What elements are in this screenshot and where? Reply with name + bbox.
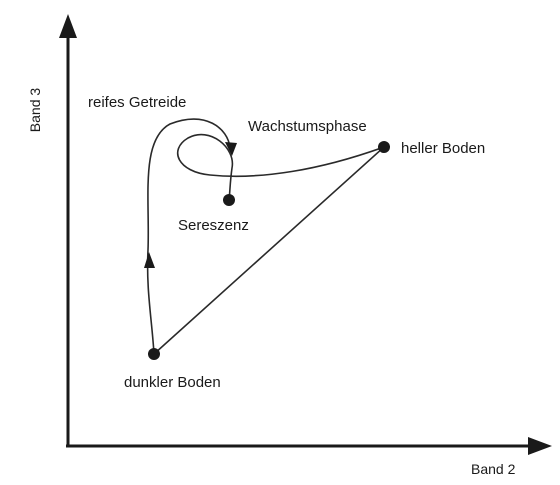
soil-line xyxy=(153,146,385,355)
growth-phase-label: Wachstumsphase xyxy=(248,118,367,135)
loop-arrowhead xyxy=(225,142,237,156)
dark-soil-point xyxy=(148,348,160,360)
senescence-point xyxy=(223,194,235,206)
ripe-grain-label: reifes Getreide xyxy=(88,94,186,111)
growth-trajectory-left xyxy=(146,118,231,355)
x-axis-label: Band 2 xyxy=(471,461,516,477)
y-axis-label: Band 3 xyxy=(27,88,43,133)
axes xyxy=(59,14,552,455)
y-axis-arrowhead xyxy=(59,14,77,38)
senescence-label: Sereszenz xyxy=(178,217,249,234)
growth-trajectory-right xyxy=(176,133,385,201)
dark-soil-label: dunkler Boden xyxy=(124,374,221,391)
x-axis-arrowhead xyxy=(528,437,552,455)
bright-soil-point xyxy=(378,141,390,153)
upward-arrowhead xyxy=(144,252,155,268)
bright-soil-label: heller Boden xyxy=(401,140,485,157)
